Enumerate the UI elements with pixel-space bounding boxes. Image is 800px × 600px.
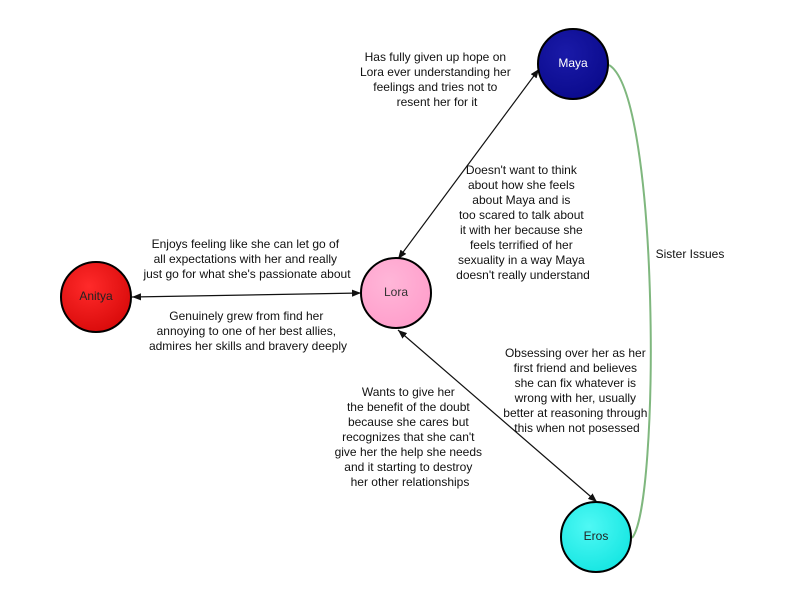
- label-lora-view-of-maya: Doesn't want to think about how she feel…: [456, 163, 590, 282]
- label-line: Enjoys feeling like she can let go of: [152, 237, 340, 251]
- label-line: resent her for it: [397, 95, 478, 109]
- label-line: doesn't really understand: [456, 268, 590, 282]
- node-lora-label: Lora: [384, 285, 408, 299]
- node-maya-label: Maya: [558, 56, 588, 70]
- label-line: this when not posessed: [514, 421, 639, 435]
- node-lora-circle: [360, 257, 432, 329]
- label-line: Wants to give her: [362, 385, 455, 399]
- label-lora-view-of-anitya: Genuinely grew from find her annoying to…: [149, 309, 347, 353]
- label-line: she can fix whatever is: [515, 376, 636, 390]
- node-maya[interactable]: Maya: [537, 28, 609, 100]
- label-line: Lora ever understanding her: [360, 65, 511, 79]
- label-line: sexuality in a way Maya: [458, 253, 585, 267]
- label-line: about Maya and is: [472, 193, 570, 207]
- label-line: too scared to talk about: [459, 208, 584, 222]
- label-line: and it starting to destroy: [344, 460, 472, 474]
- node-eros-label: Eros: [584, 529, 609, 543]
- node-anitya-label: Anitya: [79, 289, 113, 303]
- label-line: recognizes that she can't: [342, 430, 475, 444]
- node-anitya-circle: [60, 261, 132, 333]
- label-line: give her the help she needs: [335, 445, 482, 459]
- node-eros[interactable]: Eros: [560, 501, 632, 573]
- label-eros-view-of-lora: Obsessing over her as her first friend a…: [503, 346, 650, 435]
- label-line: feels terrified of her: [470, 238, 573, 252]
- node-anitya[interactable]: Anitya: [60, 261, 132, 333]
- label-line: it with her because she: [460, 223, 583, 237]
- label-line: Obsessing over her as her: [505, 346, 646, 360]
- edge-lora-eros: [397, 329, 598, 503]
- label-line: the benefit of the doubt: [347, 400, 470, 414]
- label-line: admires her skills and bravery deeply: [149, 339, 347, 353]
- label-line: just go for what she's passionate about: [142, 267, 351, 281]
- label-line: better at reasoning through: [503, 406, 647, 420]
- label-line: about how she feels: [468, 178, 575, 192]
- label-line: Doesn't want to think: [466, 163, 578, 177]
- label-line: because she cares but: [348, 415, 469, 429]
- label-line: Genuinely grew from find her: [169, 309, 323, 323]
- label-line: Has fully given up hope on: [365, 50, 506, 64]
- label-line: wrong with her, usually: [514, 391, 636, 405]
- label-sister-issues: Sister Issues: [656, 247, 725, 261]
- edge-anitya-lora: [131, 289, 362, 301]
- label-line: all expectations with her and really: [154, 252, 337, 266]
- node-eros-circle: [560, 501, 632, 573]
- label-maya-view-of-lora: Has fully given up hope on Lora ever und…: [360, 50, 514, 109]
- label-line: her other relationships: [351, 475, 470, 489]
- node-maya-circle: [537, 28, 609, 100]
- label-line: first friend and believes: [514, 361, 637, 375]
- label-line: feelings and tries not to: [373, 80, 497, 94]
- label-lora-view-of-eros: Wants to give her the benefit of the dou…: [335, 385, 486, 489]
- label-line: annoying to one of her best allies,: [157, 324, 336, 338]
- node-lora[interactable]: Lora: [360, 257, 432, 329]
- edge-lora-maya: [397, 68, 540, 260]
- edge-maya-eros: [608, 64, 652, 539]
- label-anitya-view-of-lora: Enjoys feeling like she can let go of al…: [142, 237, 351, 281]
